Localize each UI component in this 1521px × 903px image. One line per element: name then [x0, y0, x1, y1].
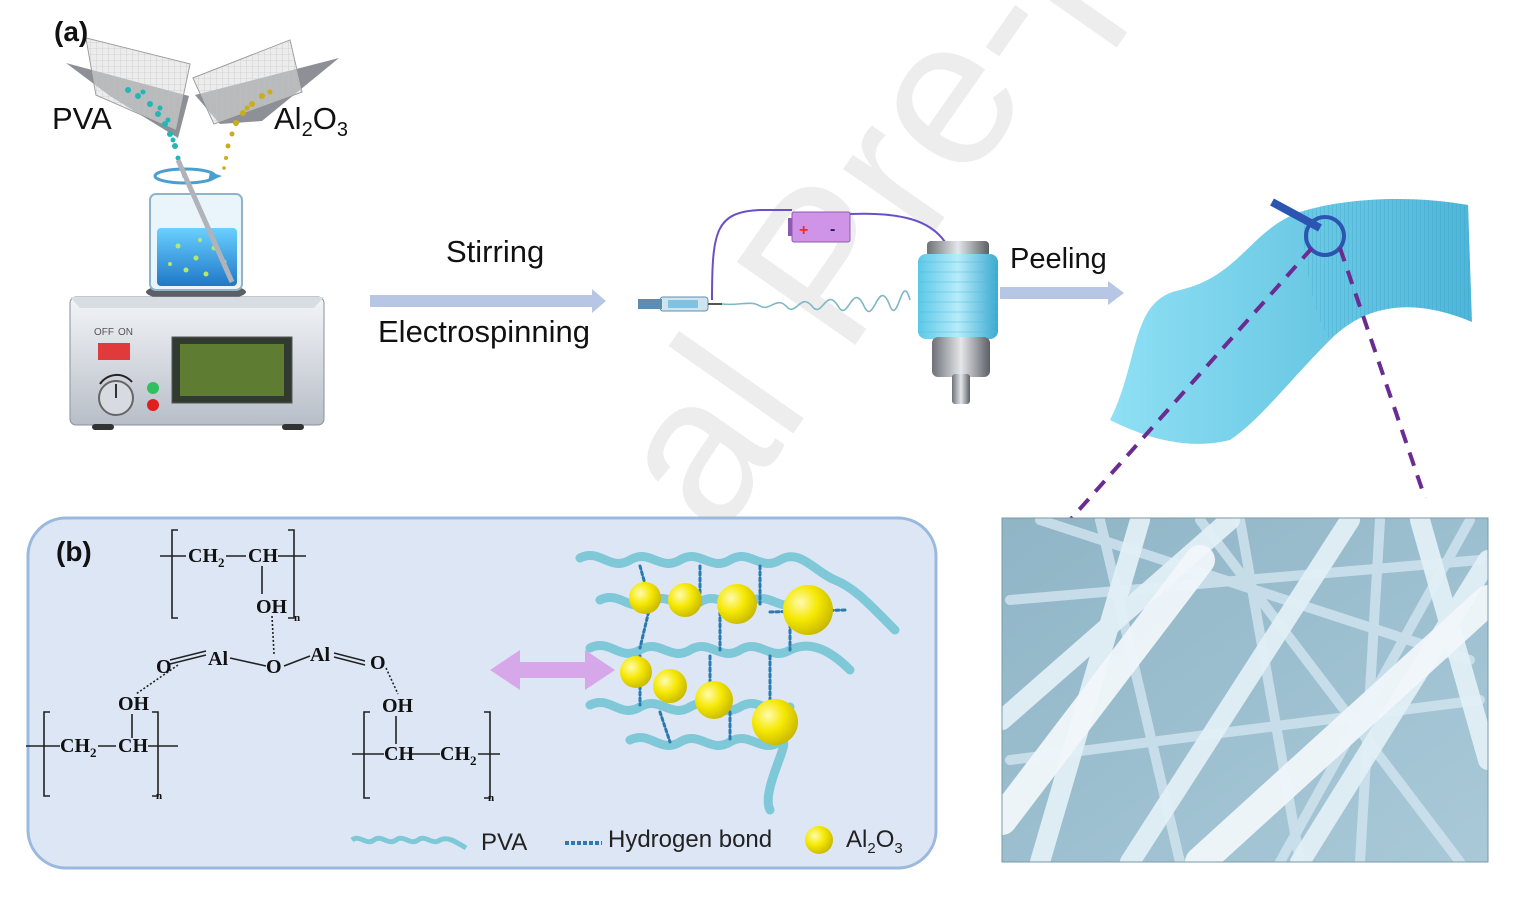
battery-plus: +	[799, 222, 808, 239]
chem-right-oh: OH	[382, 695, 414, 717]
al2o3-particles	[222, 89, 273, 170]
chem-left-oh: OH	[118, 693, 150, 715]
pva-network	[575, 551, 900, 815]
chem-top-ch: CH	[248, 545, 278, 567]
weighing-paper-al2o3	[192, 39, 339, 125]
pva-label: PVA	[52, 101, 112, 136]
switch-on-label: ON	[118, 327, 133, 338]
peeled-membrane	[1110, 198, 1472, 444]
al2o3-label: Al2O3	[274, 101, 348, 142]
chem-o-bridge: O	[266, 656, 282, 678]
beaker	[149, 158, 243, 291]
battery-minus: -	[830, 221, 835, 238]
fiber-micrograph	[1001, 517, 1489, 863]
zoom-line-left	[1068, 246, 1314, 522]
chem-left-n: n	[156, 790, 163, 802]
chem-right-ch: CH	[384, 743, 414, 765]
stirring-label: Stirring	[446, 234, 545, 269]
magnetic-stirrer	[69, 283, 325, 430]
chem-o-left: O	[156, 656, 172, 678]
chem-al-right: Al	[310, 644, 330, 666]
chem-right-n: n	[488, 792, 495, 804]
legend-pva-swatch	[350, 835, 468, 851]
chem-right-ch2: CH2	[440, 743, 477, 768]
chemical-structure	[26, 529, 500, 799]
peeling-arrow	[1000, 281, 1124, 305]
chem-left-ch: CH	[118, 735, 148, 757]
zoom-line-right	[1338, 247, 1427, 499]
chem-o-right: O	[370, 652, 386, 674]
legend-pva-label: PVA	[481, 829, 528, 856]
panel-b-label: (b)	[56, 536, 92, 567]
electrospinning-setup: + -	[638, 209, 998, 404]
chem-top-n: n	[294, 612, 301, 624]
legend-hbond-label: Hydrogen bond	[608, 826, 773, 853]
panel-a-label: (a)	[54, 16, 89, 47]
double-arrow	[490, 650, 615, 690]
chem-al-left: Al	[208, 648, 228, 670]
chem-top-ch2: CH2	[188, 545, 225, 570]
chem-top-oh: OH	[256, 596, 288, 618]
panel-b-box	[26, 516, 938, 870]
switch-off-label: OFF	[94, 327, 114, 338]
stirring-arrow	[370, 289, 606, 313]
legend-al2o3-swatch	[805, 826, 833, 854]
legend-al2o3-label: Al2O3	[846, 826, 903, 857]
peeling-label: Peeling	[1010, 243, 1107, 275]
electrospinning-label: Electrospinning	[378, 314, 590, 349]
weighing-paper-pva	[66, 37, 191, 138]
chem-left-ch2: CH2	[60, 735, 97, 760]
